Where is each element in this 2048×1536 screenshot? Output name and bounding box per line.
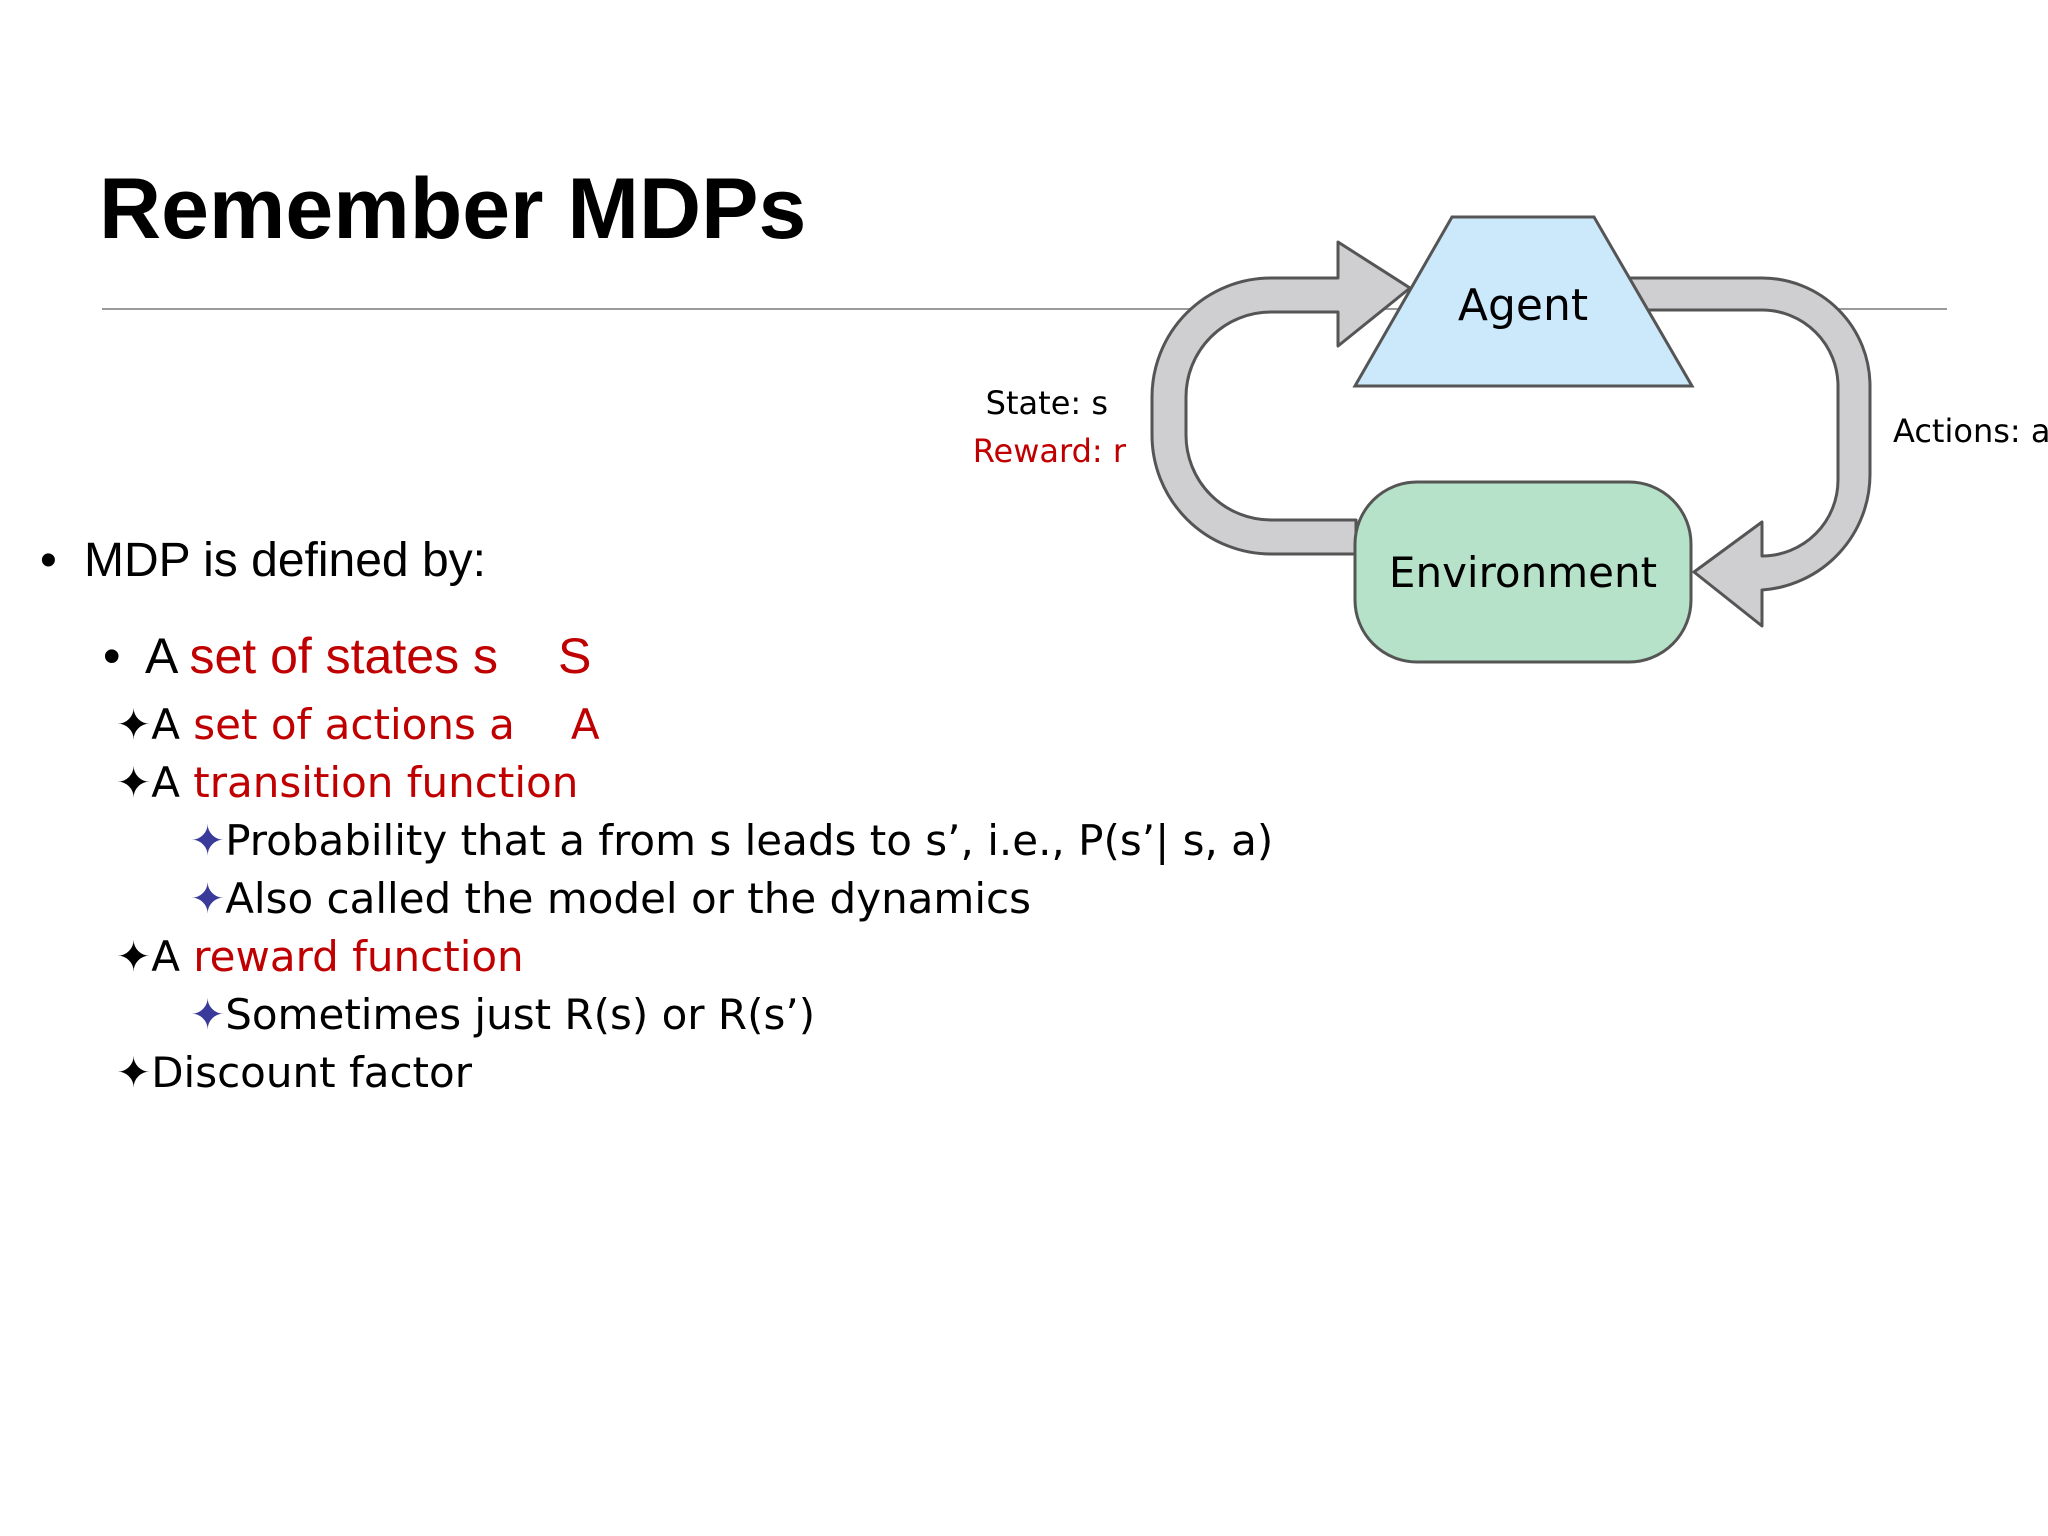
reward-label: Reward: r [973,432,1127,470]
bullet-text: Probability that a from s leads to s’, i… [225,816,1274,865]
star-marker: ✦ [116,932,152,981]
bullet-discount: ✦Discount factor [116,1048,472,1098]
transition-highlight: transition function [193,758,579,807]
star-marker: ✦ [190,874,226,923]
bullet-prefix: A [151,700,194,749]
bullet-prefix: A [151,932,194,981]
slide-title: Remember MDPs [99,161,807,257]
star-marker: ✦ [116,758,152,807]
bullet-transition-model: ✦Also called the model or the dynamics [190,874,1031,924]
state-label: State: s [986,384,1108,422]
bullet-text: MDP is defined by: [84,534,486,587]
actions-set-symbol: A [570,700,600,749]
actions-label: Actions: a [1893,412,2048,450]
right-loop-arrow [1628,276,1872,628]
bullet-text: Sometimes just R(s) or R(s’) [225,990,816,1039]
environment-label: Environment [1389,548,1657,597]
agent-shape [1352,215,1695,388]
star-marker: ✦ [190,816,226,865]
agent-label: Agent [1458,280,1588,331]
bullet-marker: • [103,628,121,684]
bullet-marker: • [40,534,57,587]
bullet-prefix: A [145,628,190,684]
actions-highlight: set of actions a [193,700,515,749]
bullet-mdp-defined: • MDP is defined by: [40,532,486,590]
environment-shape [1353,480,1693,664]
star-marker: ✦ [190,990,226,1039]
reward-highlight: reward function [193,932,524,981]
bullet-transition-probability: ✦Probability that a from s leads to s’, … [190,816,1273,866]
bullet-reward: ✦A reward function [116,932,524,982]
bullet-reward-sometimes: ✦Sometimes just R(s) or R(s’) [190,990,815,1040]
star-marker: ✦ [116,1048,152,1097]
star-marker: ✦ [116,700,152,749]
left-loop-arrow [1150,240,1412,556]
bullet-text: Also called the model or the dynamics [225,874,1031,923]
states-set-symbol: S [557,628,592,684]
bullet-transition: ✦A transition function [116,758,578,808]
title-divider [102,308,1947,310]
states-highlight: set of states s [189,628,498,684]
bullet-states: • A set of states s S [103,626,591,686]
bullet-text: Discount factor [151,1048,472,1097]
bullet-prefix: A [151,758,194,807]
